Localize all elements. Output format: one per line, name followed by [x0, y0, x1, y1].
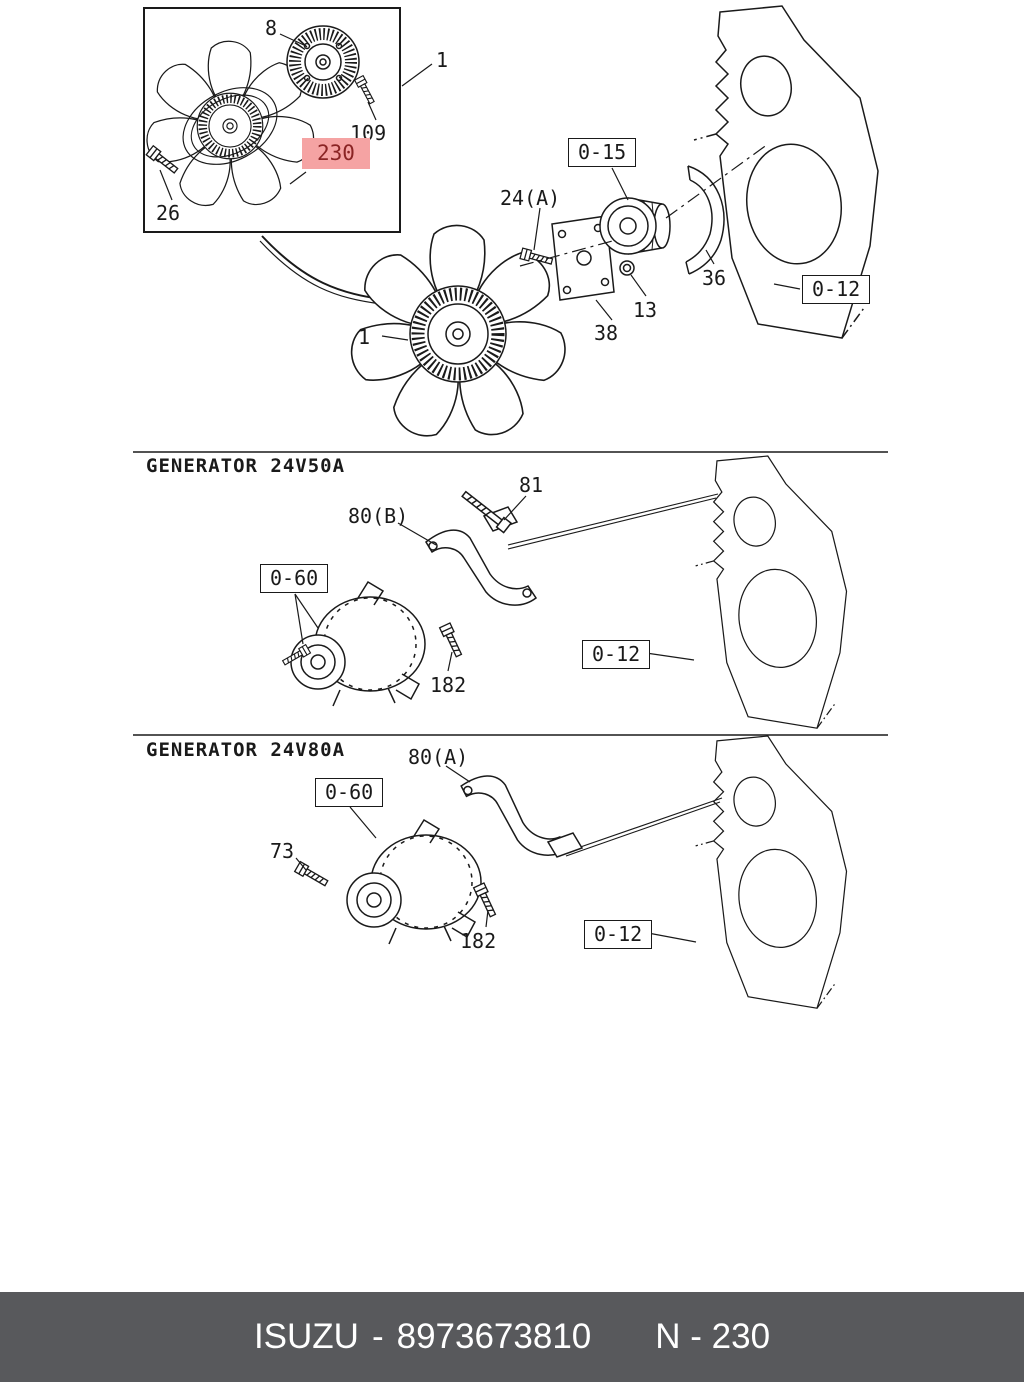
- ref-box-pulley-0-15[interactable]: 0-15: [568, 138, 637, 167]
- callout-bolt-73: 73: [270, 839, 295, 863]
- ref-box-generator-0-60-bottom[interactable]: 0-60: [315, 778, 384, 807]
- callout-bolt-182-bottom: 182: [460, 929, 497, 953]
- leader-lines-top: [159, 33, 801, 341]
- footer-bar: ISUZU - 8973673810 N - 230: [0, 1292, 1024, 1382]
- callout-clutch: 8: [265, 16, 278, 40]
- highlighted-part-230: 230: [302, 138, 370, 169]
- callout-bracket-80a: 80(A): [408, 745, 469, 769]
- part-number-text: 8973673810: [396, 1317, 592, 1356]
- callout-bolt-182-mid: 182: [430, 673, 467, 697]
- callout-plate-38: 38: [594, 321, 619, 345]
- leader-lines-bottom: [295, 765, 697, 943]
- bolt-73-drawing: [293, 860, 330, 889]
- generator-24v80a-drawing: [346, 819, 482, 945]
- bracket-80b-drawing: [425, 529, 537, 606]
- fan-clutch-drawing: [286, 25, 360, 99]
- engine-block-bottom-drawing: [695, 735, 848, 1009]
- engine-block-mid-drawing: [695, 455, 848, 729]
- pulley-drawing: [599, 197, 671, 255]
- diagram-artwork: [133, 5, 888, 1009]
- nut-13-drawing: [619, 260, 635, 276]
- bolt-81-drawing: [461, 490, 513, 534]
- callout-bolt-26: 26: [156, 201, 181, 225]
- generator-24v50a-drawing: [290, 581, 426, 707]
- bolt-axis-mid: [507, 493, 719, 550]
- ref-box-generator-0-60-mid[interactable]: 0-60: [260, 564, 329, 593]
- inset-box: [143, 7, 401, 233]
- separator-text: -: [371, 1317, 384, 1356]
- callout-bracket-24a: 24(A): [500, 186, 561, 210]
- ref-box-block-0-12-top[interactable]: 0-12: [802, 275, 871, 304]
- section-title-generator-24v50a: GENERATOR 24V50A: [146, 455, 346, 477]
- plate-38-drawing: [551, 215, 615, 301]
- section-title-generator-24v80a: GENERATOR 24V80A: [146, 739, 346, 761]
- centerline-top: [519, 143, 769, 267]
- callout-belt-guard-36: 36: [702, 266, 727, 290]
- callout-bolt-81: 81: [519, 473, 544, 497]
- leader-lines-mid: [294, 495, 695, 672]
- ref-box-block-0-12-bottom[interactable]: 0-12: [584, 920, 653, 949]
- fan-main-drawing: [345, 224, 571, 445]
- bolt-109-drawing: [354, 75, 377, 106]
- page-code-text: N - 230: [655, 1317, 771, 1356]
- callout-bracket-80b: 80(B): [348, 504, 409, 528]
- brand-text: ISUZU: [253, 1317, 359, 1356]
- belt-guard-drawing: [685, 165, 725, 275]
- fan-inset-drawing: [142, 40, 319, 213]
- part-number-group: ISUZU - 8973673810: [254, 1317, 591, 1357]
- callout-fan-main: 1: [358, 325, 371, 349]
- bolt-axis-bottom: [565, 797, 723, 857]
- callout-fan-inset: 1: [436, 48, 449, 72]
- section-divider-lines: [133, 451, 888, 736]
- callout-nut-13: 13: [633, 298, 658, 322]
- ref-box-block-0-12-mid[interactable]: 0-12: [582, 640, 651, 669]
